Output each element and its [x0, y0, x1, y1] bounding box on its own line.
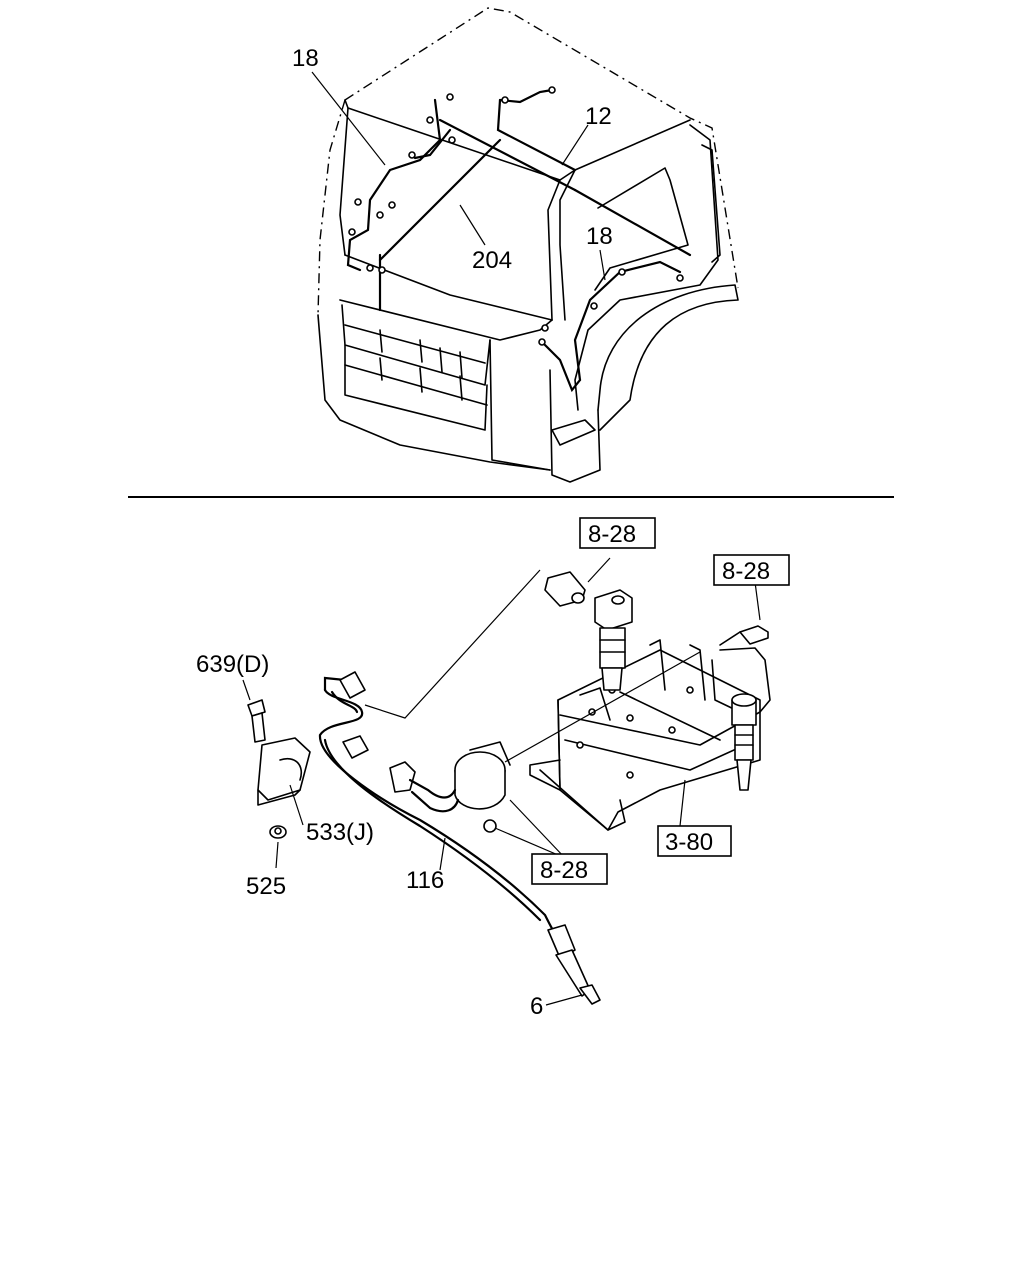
callout-cab-wire-right: 18	[586, 223, 613, 250]
callout-connector-6: 6	[530, 993, 543, 1020]
ref-box-bracket	[657, 825, 732, 857]
truck-cab	[311, 7, 739, 483]
ref-box-bolt-right	[713, 554, 790, 586]
leader-lines	[364, 557, 761, 1006]
clip-assembly	[242, 679, 311, 869]
ref-box-sensor-top	[579, 517, 656, 549]
callout-harness-116: 116	[406, 867, 444, 894]
pressure-switch	[544, 571, 586, 607]
callout-nut-525: 525	[246, 873, 286, 900]
sensor-top	[594, 589, 633, 691]
callout-ref-actuator: 8-28	[540, 857, 588, 884]
ref-box-actuator	[531, 853, 608, 885]
callout-cab-harness-main: 204	[472, 247, 512, 274]
callout-ref-bolt-right: 8-28	[722, 558, 770, 585]
callout-clip-533: 533(J)	[306, 819, 374, 846]
actuator	[389, 741, 511, 833]
callout-cab-harness-top: 12	[585, 103, 612, 130]
harness-cable	[318, 671, 601, 1005]
callout-cab-wire-left: 18	[292, 45, 319, 72]
sensor-right	[731, 693, 757, 791]
callout-bolt-639: 639(D)	[196, 651, 269, 678]
harness-connectors	[348, 86, 684, 346]
callout-ref-bracket: 3-80	[665, 829, 713, 856]
callout-ref-sensor-top: 8-28	[588, 521, 636, 548]
bracket-plate	[529, 639, 761, 831]
